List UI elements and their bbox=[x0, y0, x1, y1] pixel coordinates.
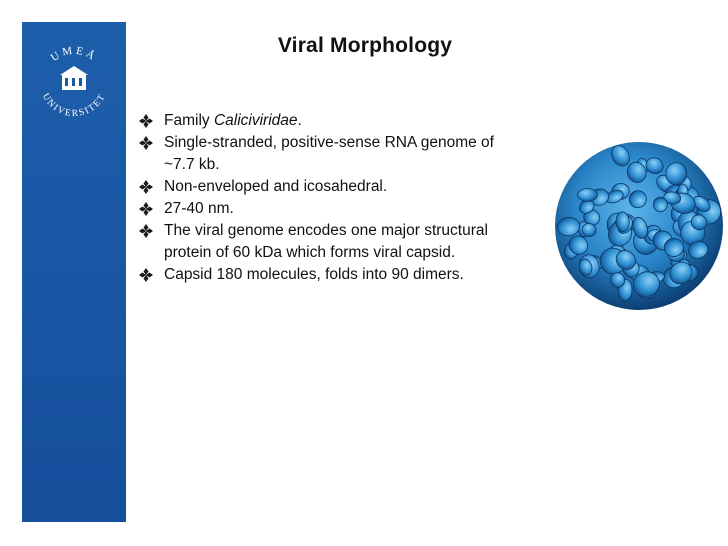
bullet-text: ~7.7 kb. bbox=[164, 156, 220, 173]
diamond-bullet-icon bbox=[139, 136, 153, 150]
bullet-list: Family Caliciviridae. Single-stranded, p… bbox=[136, 110, 566, 286]
calicivirus-capsid-image bbox=[555, 142, 723, 310]
bullet-text: The viral genome encodes one major struc… bbox=[164, 222, 488, 239]
bullet-text-suffix: . bbox=[297, 112, 302, 129]
capsid-lobe bbox=[665, 162, 688, 186]
diamond-bullet-icon bbox=[139, 224, 153, 238]
diamond-bullet-icon bbox=[139, 180, 153, 194]
slide-title: Viral Morphology bbox=[277, 34, 453, 57]
capsid-lobe bbox=[652, 196, 668, 213]
bullet-text: Non-enveloped and icosahedral. bbox=[164, 178, 388, 195]
capsid-lobe bbox=[578, 199, 595, 214]
capsid-lobe bbox=[690, 214, 708, 231]
university-sidebar: UMEÅ UNIVERSITET bbox=[22, 22, 126, 522]
bullet-item: Capsid 180 molecules, folds into 90 dime… bbox=[136, 264, 566, 286]
diamond-bullet-icon bbox=[139, 114, 153, 128]
svg-text:UMEÅ: UMEÅ bbox=[49, 44, 100, 64]
capsid-lobe bbox=[610, 272, 625, 288]
bullet-text-prefix: Family bbox=[164, 112, 214, 129]
capsid-lobe bbox=[688, 240, 709, 259]
bullet-continuation: protein of 60 kDa which forms viral caps… bbox=[136, 242, 566, 264]
bullet-text: Capsid 180 molecules, folds into 90 dime… bbox=[164, 266, 464, 283]
capsid-lobe bbox=[628, 190, 647, 209]
capsid-lobe bbox=[692, 195, 711, 212]
capsid-lobe bbox=[577, 188, 598, 202]
bullet-continuation: ~7.7 kb. bbox=[136, 154, 566, 176]
bullet-text-italic: Caliciviridae bbox=[213, 112, 298, 129]
capsid-lobe bbox=[669, 261, 693, 285]
capsid-lobe bbox=[578, 258, 593, 276]
logo-text-bottom: UNIVERSITET bbox=[40, 92, 107, 119]
capsid-lobe bbox=[645, 157, 664, 174]
capsid-lobe bbox=[615, 211, 630, 232]
bullet-text: protein of 60 kDa which forms viral caps… bbox=[164, 244, 456, 261]
logo-text-top: UMEÅ bbox=[49, 44, 97, 64]
diamond-bullet-icon bbox=[139, 202, 153, 216]
capsid-lobe bbox=[626, 161, 647, 183]
capsid-lobe bbox=[615, 250, 636, 270]
bullet-item: 27-40 nm. bbox=[136, 198, 566, 220]
bullet-item: Non-enveloped and icosahedral. bbox=[136, 176, 566, 198]
capsid-lobe bbox=[663, 238, 684, 257]
bullet-item: Single-stranded, positive-sense RNA geno… bbox=[136, 132, 566, 154]
capsid-lobe bbox=[611, 145, 630, 167]
university-logo: UMEÅ UNIVERSITET bbox=[40, 44, 108, 119]
bullet-item: Family Caliciviridae. bbox=[136, 110, 566, 132]
capsid-lobe bbox=[632, 271, 660, 298]
diamond-bullet-icon bbox=[139, 268, 153, 282]
capsid-lobe bbox=[568, 235, 589, 255]
bullet-text: Single-stranded, positive-sense RNA geno… bbox=[164, 134, 494, 151]
svg-text:UNIVERSITET: UNIVERSITET bbox=[40, 92, 108, 119]
bullet-item: The viral genome encodes one major struc… bbox=[136, 220, 566, 242]
logo-emblem-icon bbox=[60, 66, 88, 90]
capsid-lobe bbox=[557, 216, 580, 237]
bullet-text: 27-40 nm. bbox=[164, 200, 234, 217]
capsid-lobe bbox=[581, 223, 597, 237]
capsid-lobe bbox=[663, 191, 682, 205]
capsid-lobe bbox=[632, 217, 648, 239]
